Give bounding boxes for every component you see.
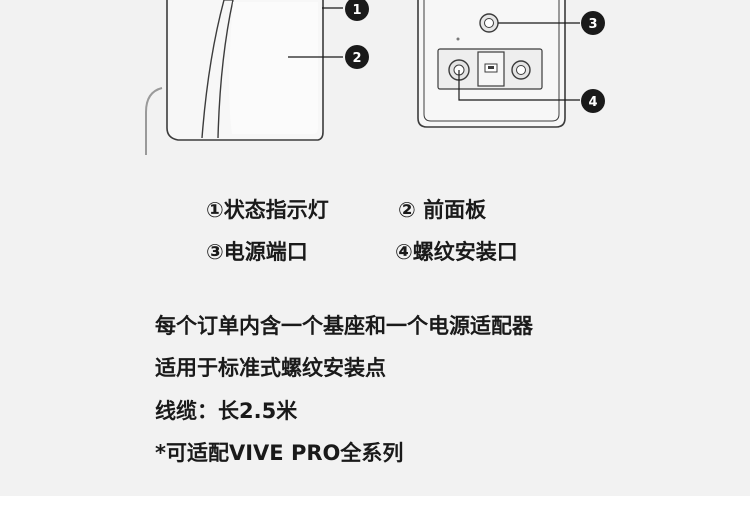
info-vive-compatibility: *可适配VIVE PRO全系列	[155, 441, 404, 465]
svg-text:1: 1	[352, 3, 361, 18]
legend-status-indicator: ①状态指示灯	[206, 198, 329, 222]
callout-3: 3	[581, 11, 605, 35]
callout-4: 4	[581, 89, 605, 113]
legend-front-panel: ② 前面板	[398, 198, 487, 222]
bottom-strip	[0, 496, 750, 506]
legend-thread-mount: ④螺纹安装口	[395, 240, 518, 264]
rear-view-device	[417, 0, 580, 128]
callout-1: 1	[345, 0, 369, 21]
info-package-contents: 每个订单内含一个基座和一个电源适配器	[155, 314, 533, 338]
cable-line	[145, 87, 163, 155]
svg-text:4: 4	[588, 95, 597, 110]
callout-2: 2	[345, 45, 369, 69]
info-cable-length: 线缆：长2.5米	[155, 399, 298, 423]
svg-text:2: 2	[352, 51, 361, 66]
svg-text:3: 3	[588, 17, 597, 32]
front-view-device	[166, 0, 343, 141]
legend-power-port: ③电源端口	[206, 240, 308, 264]
base-station-diagram: 1 2 3 4	[145, 0, 605, 155]
info-mount-compatibility: 适用于标准式螺纹安装点	[155, 356, 386, 380]
